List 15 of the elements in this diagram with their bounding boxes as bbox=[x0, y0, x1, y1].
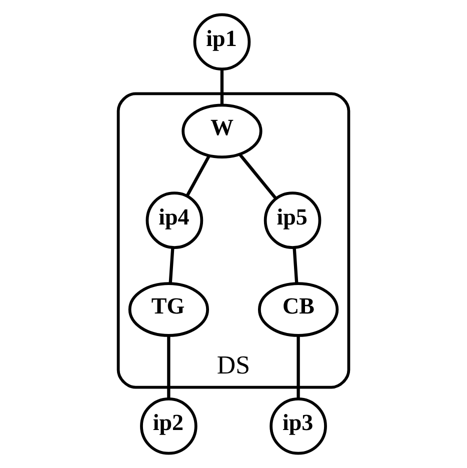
connector bbox=[168, 248, 174, 284]
node-ellipse: W bbox=[182, 104, 262, 158]
node-circle: ip5 bbox=[264, 192, 322, 249]
connector bbox=[238, 153, 278, 200]
connector bbox=[167, 336, 170, 398]
node-ellipse: CB bbox=[258, 282, 339, 337]
connector bbox=[220, 69, 224, 105]
node-ellipse: TG bbox=[128, 282, 210, 337]
node-circle: ip3 bbox=[270, 397, 327, 455]
node-circle: ip1 bbox=[193, 13, 251, 71]
node-circle: ip4 bbox=[146, 192, 204, 249]
node-circle: ip2 bbox=[140, 397, 198, 455]
connector bbox=[292, 248, 298, 284]
connector bbox=[296, 336, 300, 398]
connector bbox=[186, 154, 211, 196]
